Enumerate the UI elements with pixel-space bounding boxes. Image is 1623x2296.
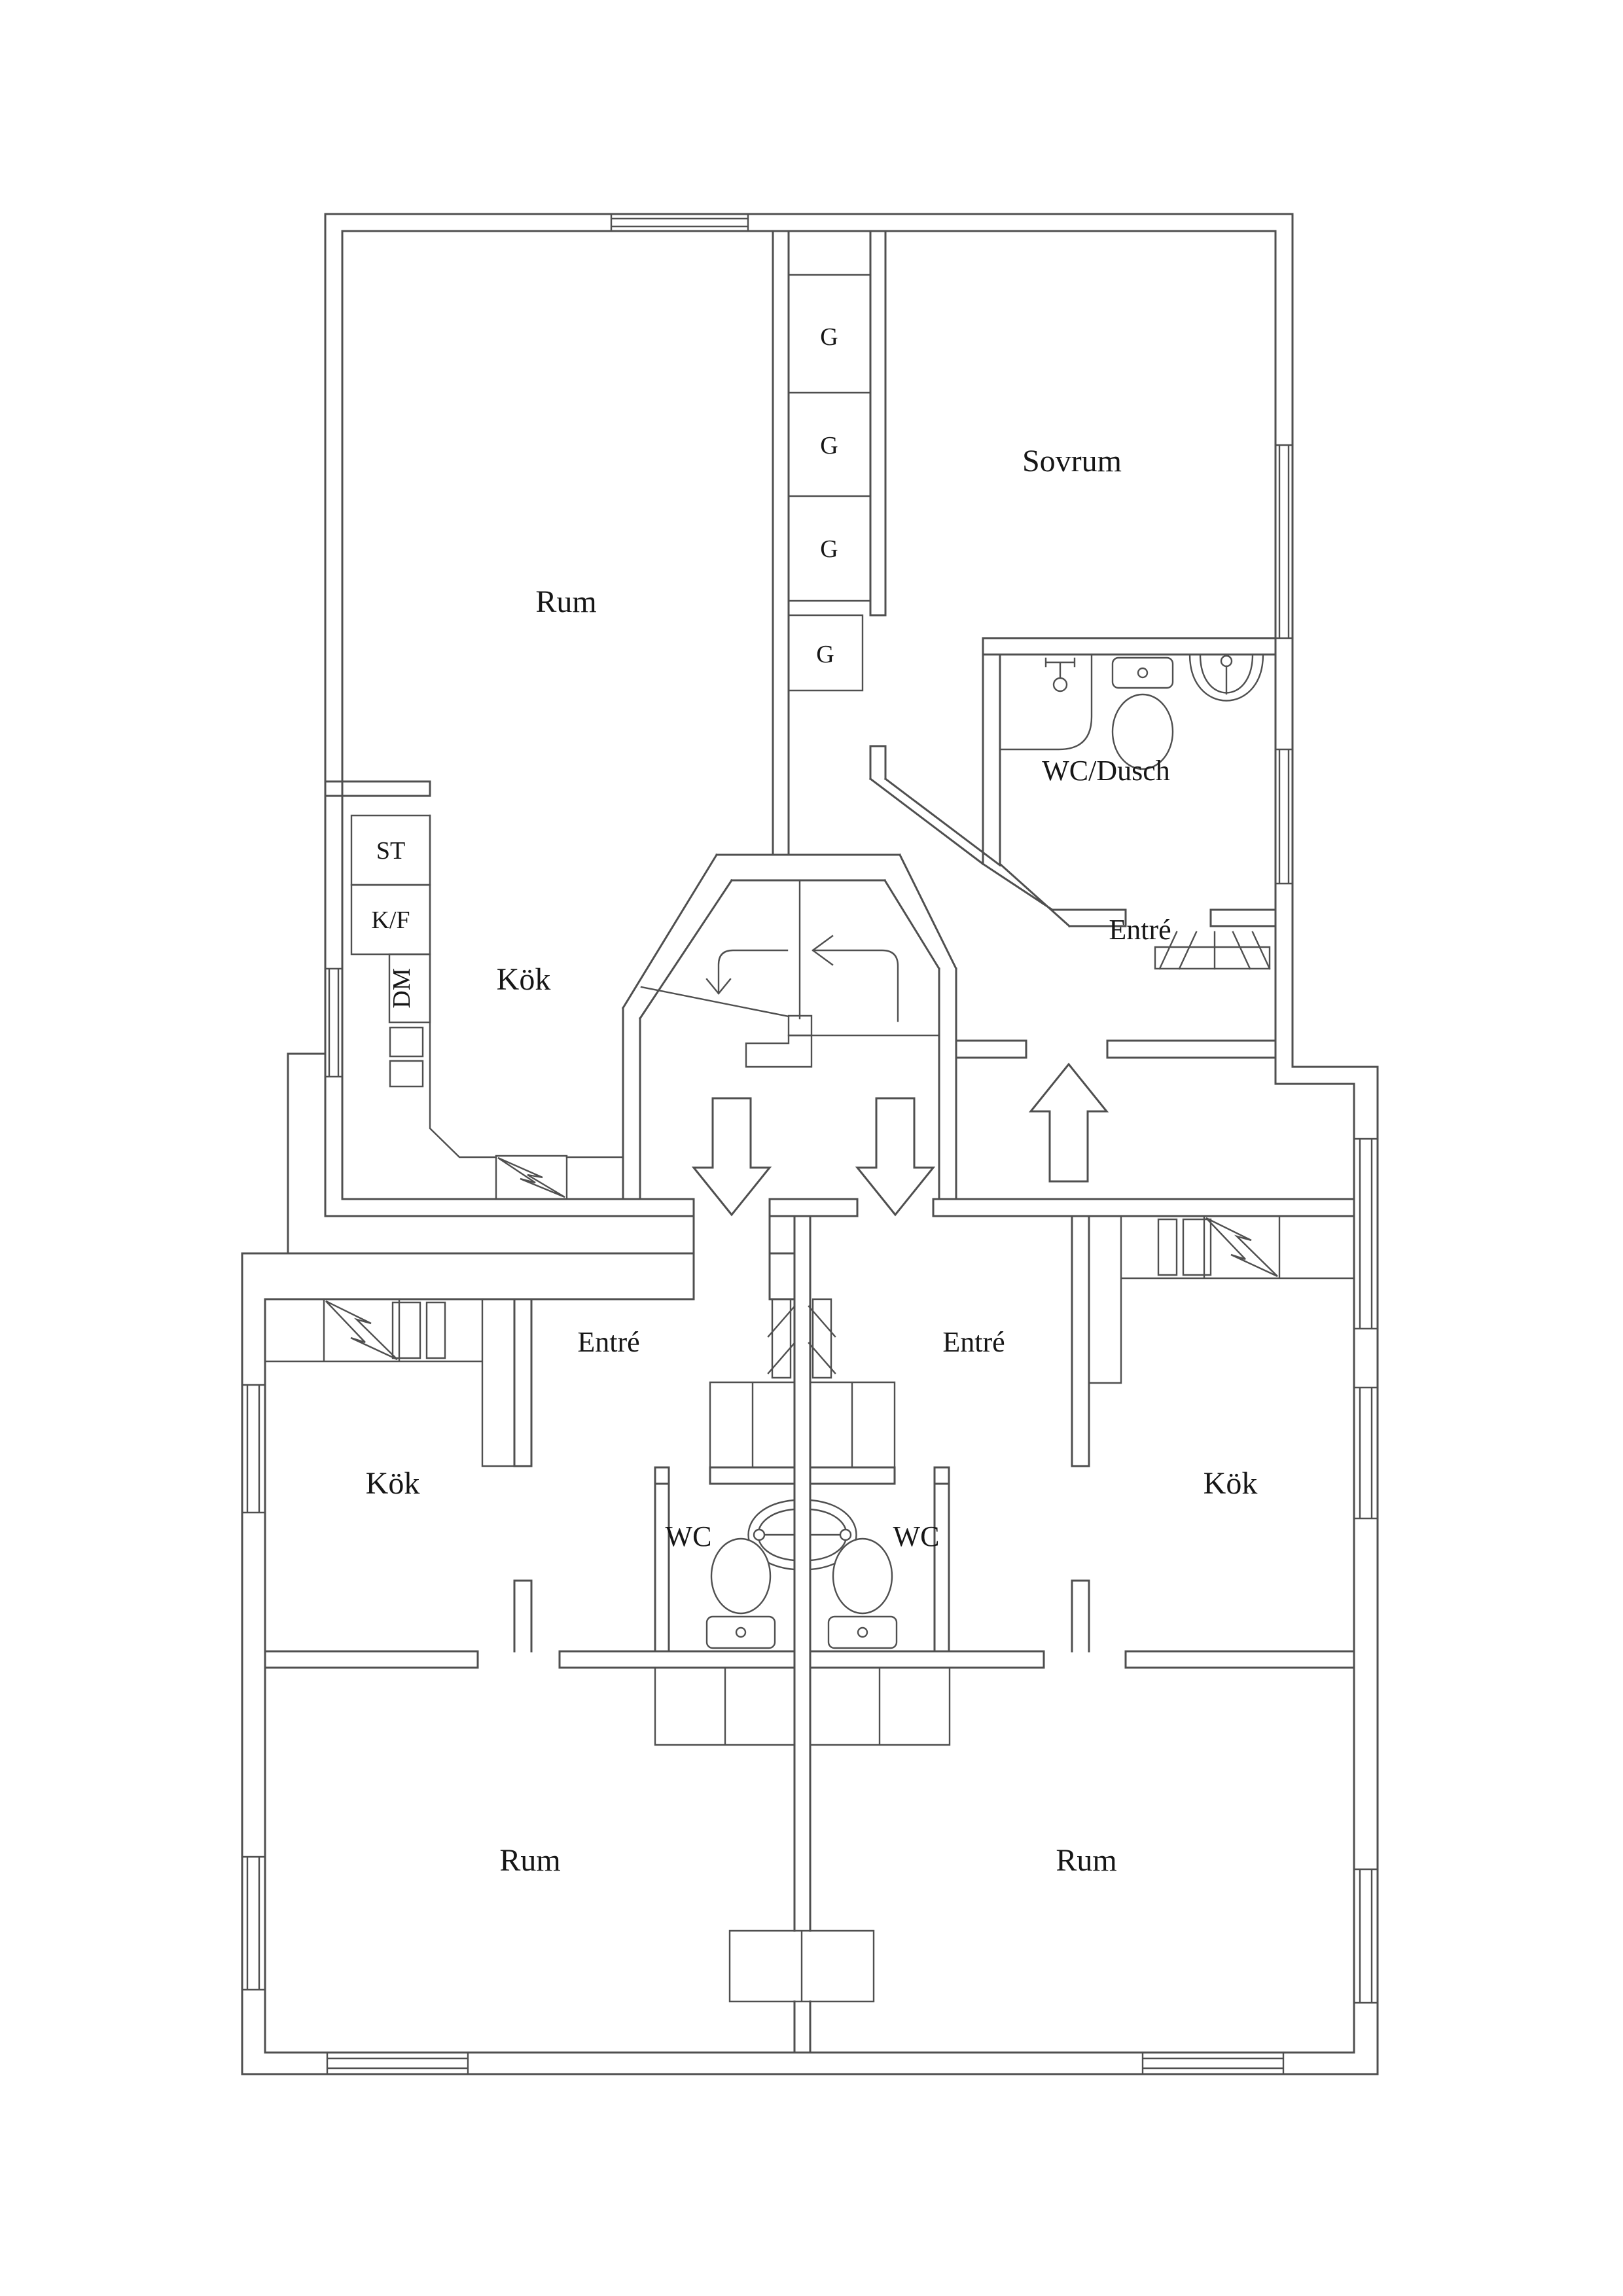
toilet-icon	[1111, 656, 1174, 770]
kok-rum-stub-wall	[324, 780, 431, 797]
stove-icon	[1205, 1217, 1278, 1278]
room-label-right-rum: Rum	[1056, 1843, 1116, 1878]
sink-basin-icon	[809, 1499, 857, 1571]
entre-bottom-wall	[955, 1039, 1277, 1059]
stove-icon	[497, 1157, 565, 1198]
entrance-arrow-up-icon	[1028, 1062, 1109, 1183]
windows	[241, 213, 1379, 2075]
shower-enclosure	[999, 653, 1093, 751]
stair-step-block	[745, 1034, 813, 1068]
stair-arrow-up-icon	[812, 935, 899, 1022]
left-kok-entre-wall	[513, 1298, 533, 1653]
storage-cells	[654, 1666, 951, 2003]
door-swing-hatch	[767, 1305, 796, 1374]
wardrobe-label-3: G	[820, 535, 838, 563]
sink-icon	[391, 1301, 446, 1359]
wc-room-walls	[654, 1466, 950, 1653]
room-label-wc-dusch: WC/Dusch	[1042, 755, 1170, 787]
shower-icon	[1044, 657, 1076, 692]
room-label-left-rum: Rum	[499, 1843, 560, 1878]
room-label-upper-kok: Kök	[497, 962, 551, 997]
toilet-icon	[705, 1537, 776, 1649]
window-bottom-right	[1141, 2051, 1285, 2075]
wardrobe-label-1: G	[820, 323, 838, 351]
window-rum-right	[1353, 1868, 1379, 2004]
rum-hall-wall	[772, 230, 790, 856]
cabinet-label-st: ST	[376, 837, 405, 865]
door-swing-hatch	[808, 1305, 836, 1374]
window-kok-right	[1353, 1386, 1379, 1520]
sink-basin-icon	[1188, 653, 1264, 702]
wardrobe-units	[787, 274, 872, 692]
window-upper-left	[324, 967, 344, 1078]
stove-icon	[325, 1300, 398, 1361]
sink-icon	[389, 1026, 424, 1088]
room-label-right-wc: WC	[893, 1520, 940, 1552]
right-kok-entre-wall	[1071, 1215, 1090, 1653]
upper-kitchen-fittings	[350, 814, 624, 1200]
staircase	[621, 853, 958, 1200]
coat-rack-hatch	[1154, 931, 1271, 970]
stove-box	[495, 1155, 568, 1200]
room-label-upper-rum: Rum	[535, 584, 596, 619]
cabinet-label-dm: DM	[388, 968, 416, 1008]
window-sovrum-right	[1274, 444, 1294, 639]
room-label-sovrum: Sovrum	[1022, 444, 1122, 478]
right-kitchen-fittings	[1088, 1215, 1355, 1384]
left-kitchen-fittings	[264, 1298, 516, 1467]
room-label-left-kok: Kök	[366, 1466, 420, 1501]
room-label-left-entre: Entré	[577, 1326, 639, 1358]
stair-slope-line	[640, 986, 790, 1018]
cabinet-label-kf: K/F	[371, 906, 410, 934]
room-label-left-wc: WC	[666, 1520, 712, 1552]
wc-dusch-walls	[981, 653, 1277, 928]
sink-icon	[1157, 1218, 1212, 1276]
entre-closets	[709, 1381, 896, 1469]
entrance-arrow-down-right-icon	[855, 1097, 936, 1217]
wardrobe-label-2: G	[820, 432, 838, 459]
room-label-right-kok: Kök	[1204, 1466, 1258, 1501]
stair-arrow-down-icon	[705, 949, 789, 995]
upper-bottom-wall	[324, 1198, 1355, 1300]
sovrum-left-wall	[868, 230, 1002, 867]
front-door-left	[767, 1298, 796, 1379]
window-hall-right	[1353, 1138, 1379, 1330]
wc-dusch-fixtures	[999, 653, 1264, 770]
left-wc-fixtures	[705, 1499, 796, 1649]
sovrum-bottom-wall	[982, 637, 1277, 656]
kok-rum-walls	[264, 1650, 1355, 1669]
sink-basin-icon	[747, 1499, 796, 1571]
front-door-right	[808, 1298, 836, 1379]
right-wc-fixtures	[809, 1499, 898, 1649]
window-kok-left	[241, 1384, 266, 1514]
wardrobe-label-4: G	[816, 641, 834, 668]
entrance-arrow-down-left-icon	[691, 1097, 772, 1217]
party-wall	[793, 1215, 812, 2054]
counter-edge	[429, 814, 624, 1158]
window-bottom-left	[326, 2051, 469, 2075]
window-rum-left	[241, 1856, 266, 1991]
room-label-upper-entre: Entré	[1109, 914, 1171, 946]
window-wc-right	[1274, 748, 1294, 885]
room-label-right-entre: Entré	[942, 1326, 1005, 1358]
toilet-icon	[827, 1537, 898, 1649]
window-top	[610, 213, 749, 232]
